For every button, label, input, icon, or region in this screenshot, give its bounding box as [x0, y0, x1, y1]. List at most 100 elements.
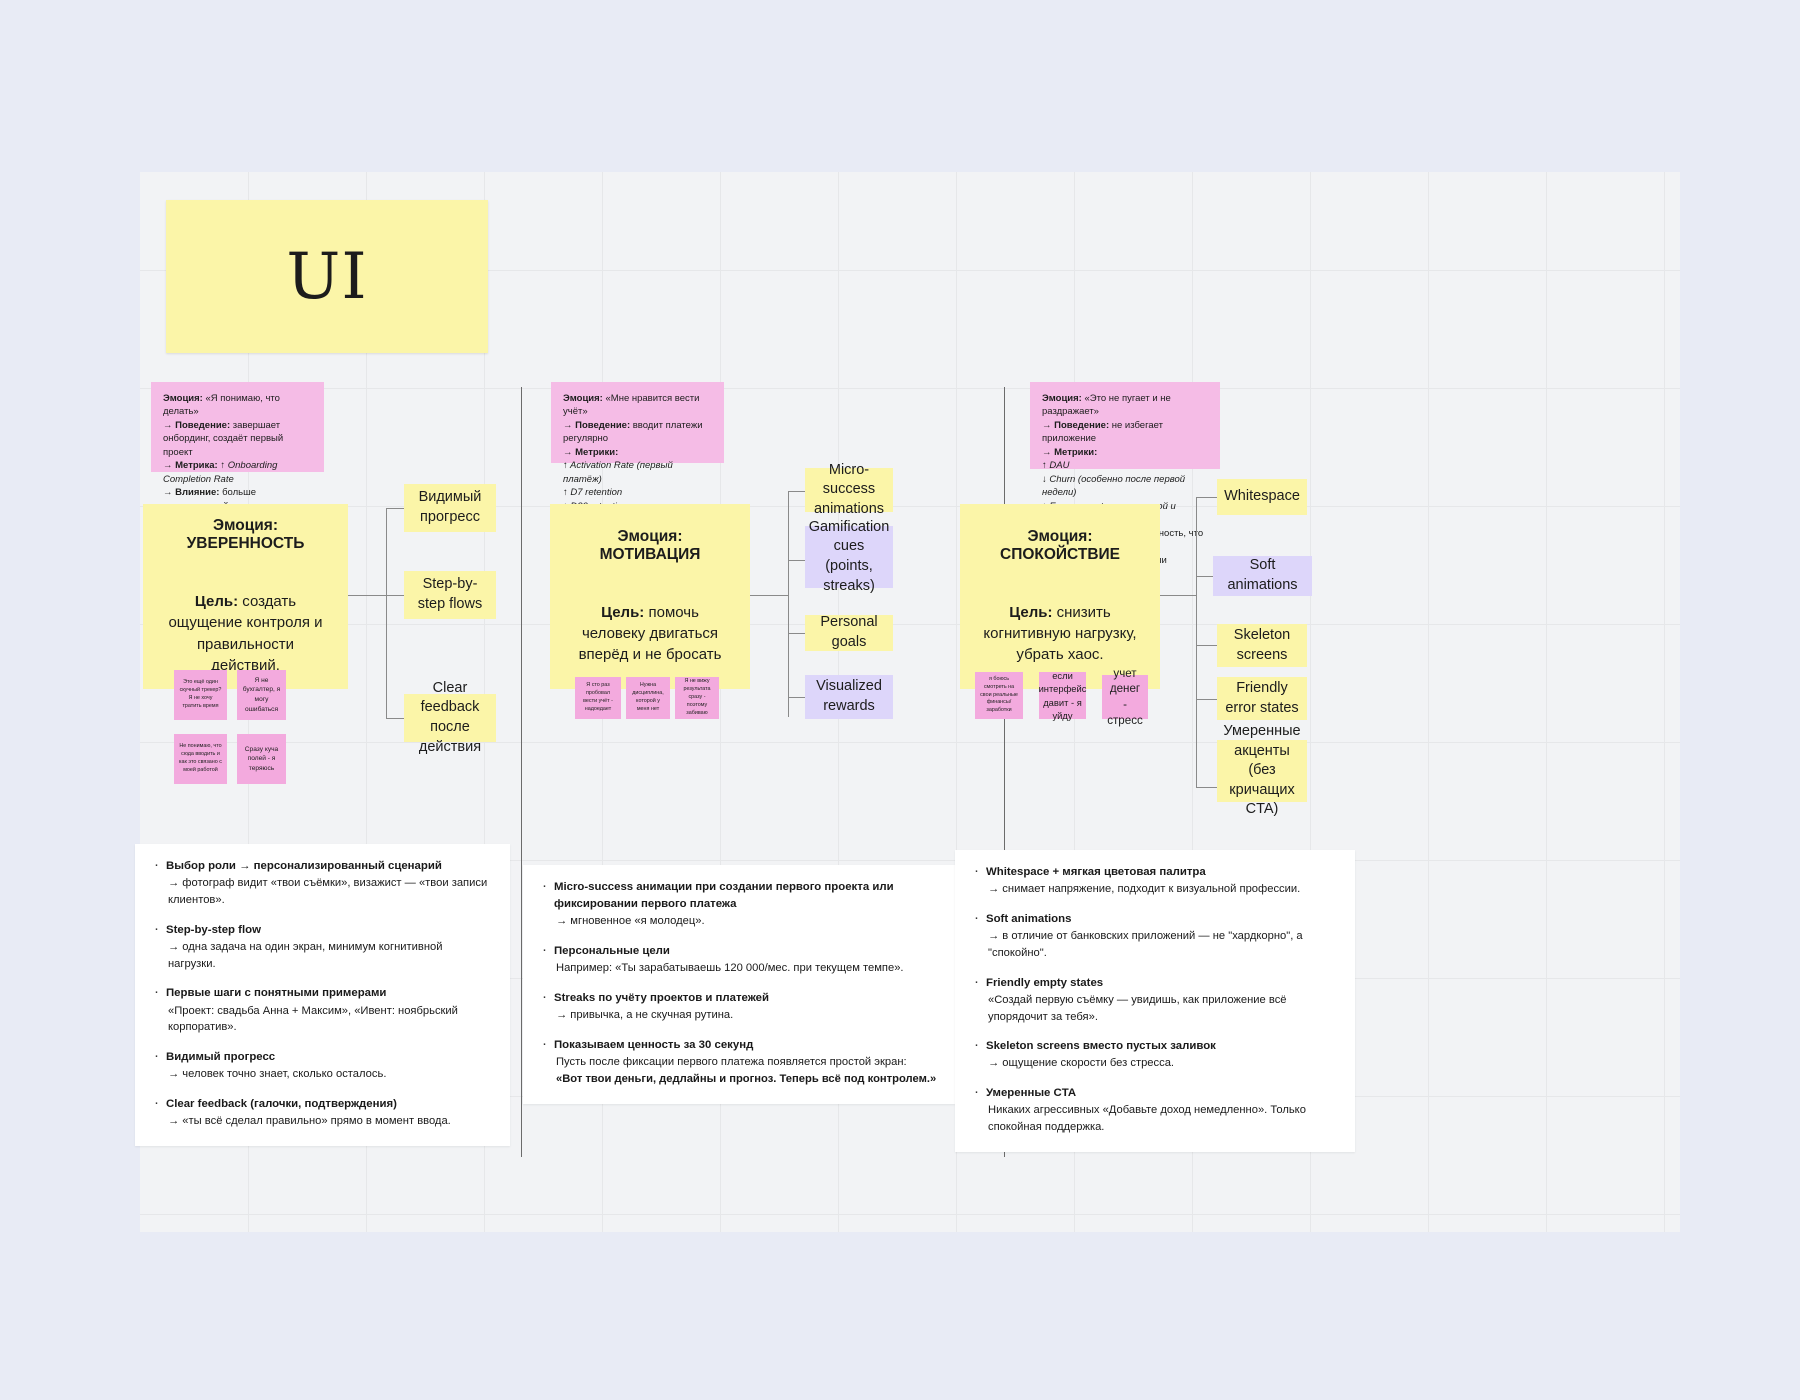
chip-confidence-1[interactable]: Step-by-step flows — [404, 571, 496, 619]
pain-note-text: Не понимаю, что сюда вводить и как это с… — [179, 743, 222, 773]
chip-calm-0[interactable]: Whitespace — [1217, 479, 1307, 515]
item-sub: → «ты всё сделал правильно» прямо в моме… — [168, 1115, 451, 1128]
list-item: Skeleton screens вместо пустых заливок →… — [973, 1036, 1337, 1072]
connector-calm-5 — [1196, 787, 1217, 788]
metric-note-confidence[interactable]: Эмоция: «Я понимаю, что делать» → Поведе… — [151, 382, 324, 539]
metric-emotion-value: «Я понимаю, что делать» — [163, 393, 280, 418]
item-head: Умеренные CTA — [986, 1087, 1077, 1100]
summary-panel-calm[interactable]: Whitespace + мягкая цветовая палитра → с… — [955, 850, 1355, 1152]
pain-note-confidence-2[interactable]: Не понимаю, что сюда вводить и как это с… — [174, 734, 227, 784]
connector-motivation-1 — [788, 491, 805, 492]
metric-impact-label: → Влияние: — [163, 487, 220, 499]
emotion-name: СПОКОЙСТВИЕ — [1000, 545, 1120, 563]
emotion-card-motivation[interactable]: Эмоция: МОТИВАЦИЯ Цель: помочь человеку … — [550, 504, 750, 689]
list-item: Выбор роли → персонализированный сценари… — [153, 856, 492, 909]
item-sub: → привычка, а не скучная рутина. — [556, 1009, 734, 1022]
chip-confidence-0[interactable]: Видимый прогресс — [404, 484, 496, 532]
metric-value-0: ↑ Activation Rate (первый платёж) — [563, 460, 673, 485]
pain-note-text: Сразу куча полей - я теряюсь — [244, 745, 279, 772]
chip-calm-2[interactable]: Skeleton screens — [1217, 624, 1307, 667]
list-item: Clear feedback (галочки, подтверждения) … — [153, 1094, 492, 1130]
summary-panel-motivation[interactable]: Micro-success анимации при создании перв… — [523, 865, 955, 1104]
metric-note-calm[interactable]: Эмоция: «Это не пугает и не раздражает» … — [1030, 382, 1220, 579]
metric-value-0: ↑ DAU — [1042, 460, 1070, 472]
item-head: Soft animations — [986, 912, 1072, 925]
pain-note-text: Я не вижу результата сразу - поэтому заб… — [683, 678, 711, 716]
metric-behavior-value: не избегает приложение — [1042, 419, 1163, 445]
chip-label: Умеренные акценты (без кричащих CTA) — [1223, 723, 1301, 818]
chip-label: Clear feedback после действия — [418, 679, 482, 755]
emotion-card-calm[interactable]: Эмоция: СПОКОЙСТВИЕ Цель: снизить когнит… — [960, 504, 1160, 689]
chip-label: Soft animations — [1227, 557, 1298, 593]
pain-note-text: Нужна дисциплина, которой у меня нет — [632, 682, 664, 712]
chip-motivation-2[interactable]: Personal goals — [805, 614, 893, 651]
item-sub-2: «Вот твои деньги, дедлайны и прогноз. Те… — [556, 1072, 937, 1085]
connector-motivation-2 — [788, 560, 805, 561]
list-item: Micro-success анимации при создании перв… — [541, 877, 937, 930]
item-head: Первые шаги с понятными примерами — [166, 987, 387, 1000]
chip-calm-3[interactable]: Friendly error states — [1217, 677, 1307, 720]
pain-note-motivation-0[interactable]: Я сто раз пробовал вести учёт - надоедае… — [575, 677, 621, 719]
list-item: Soft animations → в отличие от банковски… — [973, 909, 1337, 962]
metric-emotion-value: «Мне нравится вести учёт» — [563, 393, 700, 418]
metric-emotion-value: «Это не пугает и не раздражает» — [1042, 393, 1171, 418]
pain-note-motivation-1[interactable]: Нужна дисциплина, которой у меня нет — [626, 677, 670, 719]
chip-label: Friendly error states — [1225, 679, 1299, 716]
title-card[interactable]: UI — [166, 200, 488, 353]
item-head: Friendly empty states — [986, 976, 1104, 989]
emotion-prefix: Эмоция: — [212, 516, 279, 534]
column-separator-2 — [1004, 387, 1006, 1157]
pain-note-confidence-3[interactable]: Сразу куча полей - я теряюсь — [237, 734, 286, 784]
chip-motivation-0[interactable]: Micro-success animations — [805, 462, 893, 517]
item-head: Clear feedback (галочки, подтверждения) — [166, 1098, 397, 1111]
item-sub: → мгновенное «я молодец». — [556, 915, 705, 928]
pain-note-confidence-0[interactable]: Это ещё один скучный трекер? Я не хочу т… — [174, 670, 227, 720]
metric-behavior-value: завершает онбординг, создаёт первый прое… — [163, 419, 284, 458]
list-item: Streaks по учёту проектов и платежей → п… — [541, 988, 937, 1024]
metric-note-motivation[interactable]: Эмоция: «Мне нравится вести учёт» → Пове… — [551, 382, 724, 552]
chip-motivation-3[interactable]: Visualized rewards — [805, 675, 893, 719]
pain-note-text: Это ещё один скучный трекер? Я не хочу т… — [179, 679, 222, 709]
pain-note-calm-1[interactable]: если интерфейс давит - я уйду — [1039, 670, 1087, 720]
chip-calm-4[interactable]: Умеренные акценты (без кричащих CTA) — [1217, 723, 1307, 817]
emotion-card-confidence[interactable]: Эмоция: УВЕРЕННОСТЬ Цель: создать ощущен… — [143, 504, 348, 689]
connector-calm-4 — [1196, 699, 1217, 700]
connector-confidence-2 — [386, 595, 404, 596]
pain-note-calm-2[interactable]: учет денег - стресс — [1102, 667, 1148, 727]
item-head: Micro-success анимации при создании перв… — [554, 881, 894, 911]
list-item: Первые шаги с понятными примерами «Проек… — [153, 983, 492, 1036]
item-sub: → снимает напряжение, подходит к визуаль… — [988, 883, 1301, 896]
item-sub: → в отличие от банковских приложений — н… — [988, 930, 1303, 959]
connector-calm-2 — [1196, 576, 1217, 577]
pain-note-text: я боюсь смотреть на свои реальные финанс… — [980, 675, 1018, 714]
metric-value-1: ↑ D7 retention — [563, 487, 623, 499]
summary-panel-confidence[interactable]: Выбор роли → персонализированный сценари… — [135, 844, 510, 1146]
item-sub: → одна задача на один экран, минимум ког… — [168, 940, 443, 970]
chip-label: Whitespace — [1224, 488, 1300, 505]
item-sub: Никаких агрессивных «Добавьте доход неме… — [988, 1104, 1306, 1134]
list-item: Умеренные CTA Никаких агрессивных «Добав… — [973, 1083, 1337, 1136]
goal-text: помочь человеку двигаться вперёд и не бр… — [578, 603, 722, 664]
connector-confidence-trunk — [348, 595, 386, 596]
pain-note-confidence-1[interactable]: Я не бухгалтер, я могу ошибаться — [237, 670, 286, 720]
whiteboard-canvas[interactable]: UI Эмоция: «Я понимаю, что делать» → Пов… — [135, 172, 1680, 1232]
chip-confidence-2[interactable]: Clear feedback после действия — [404, 680, 496, 755]
item-head: Streaks по учёту проектов и платежей — [554, 991, 770, 1004]
list-item: Friendly empty states «Создай первую съё… — [973, 973, 1337, 1026]
pain-note-motivation-2[interactable]: Я не вижу результата сразу - поэтому заб… — [675, 677, 719, 719]
chip-motivation-1[interactable]: Gamification cues (points, streaks) — [805, 519, 893, 594]
connector-calm-1 — [1196, 497, 1217, 498]
list-item: Показываем ценность за 30 секунд Пусть п… — [541, 1035, 937, 1088]
emotion-prefix: Эмоция: — [1027, 527, 1093, 545]
item-head: Whitespace + мягкая цветовая палитра — [986, 866, 1206, 878]
chip-calm-1[interactable]: Soft animations — [1213, 556, 1312, 596]
connector-confidence-1 — [386, 508, 404, 509]
item-head: Выбор роли → персонализированный сценари… — [166, 860, 442, 872]
pain-note-calm-0[interactable]: я боюсь смотреть на свои реальные финанс… — [975, 672, 1023, 719]
chip-label: Personal goals — [820, 614, 878, 650]
item-sub: Например: «Ты зарабатываешь 120 000/мес.… — [556, 962, 904, 975]
connector-motivation-spine — [788, 491, 789, 717]
list-item: Whitespace + мягкая цветовая палитра → с… — [973, 862, 1337, 898]
goal-label: Цель: — [194, 592, 239, 610]
connector-calm-trunk — [1160, 595, 1196, 596]
